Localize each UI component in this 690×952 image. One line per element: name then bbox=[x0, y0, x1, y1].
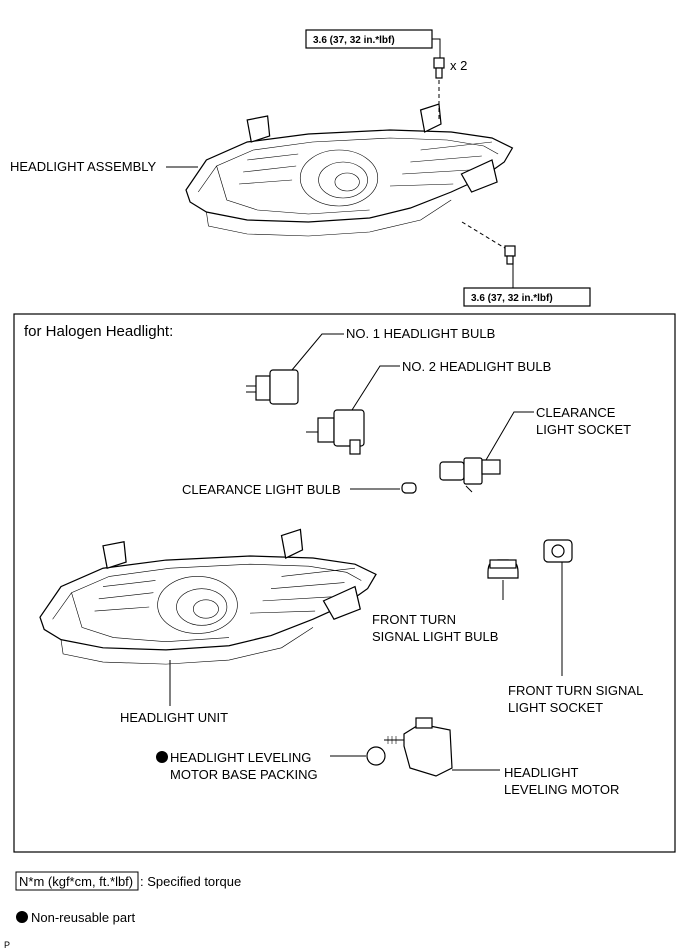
halogen-section-frame bbox=[13, 313, 676, 853]
front-turn-signal-socket-label-1: FRONT TURN SIGNAL bbox=[508, 683, 643, 698]
legend-torque-box bbox=[15, 871, 139, 891]
front-turn-signal-bulb-drawing bbox=[487, 559, 519, 579]
motor-base-packing-ring bbox=[366, 746, 386, 766]
bottom-bolt-icon bbox=[504, 245, 516, 265]
motor-base-packing-label-1: HEADLIGHT LEVELING bbox=[170, 750, 311, 765]
motor-base-packing-label-2: MOTOR BASE PACKING bbox=[170, 767, 318, 782]
torque-box-bottom bbox=[463, 287, 591, 307]
headlight-leveling-motor-label-1: HEADLIGHT bbox=[504, 765, 578, 780]
clearance-light-bulb-drawing bbox=[401, 482, 417, 494]
legend-torque-text: : Specified torque bbox=[140, 874, 241, 889]
no1-headlight-bulb-label: NO. 1 HEADLIGHT BULB bbox=[346, 326, 495, 341]
front-turn-signal-bulb-label-2: SIGNAL LIGHT BULB bbox=[372, 629, 498, 644]
headlight-assembly-drawing bbox=[185, 103, 514, 237]
non-reusable-marker-packing bbox=[156, 751, 168, 763]
front-turn-signal-bulb-label-1: FRONT TURN bbox=[372, 612, 456, 627]
front-turn-signal-socket-label-2: LIGHT SOCKET bbox=[508, 700, 603, 715]
halogen-section-title: for Halogen Headlight: bbox=[24, 323, 173, 340]
corner-mark: P bbox=[4, 940, 10, 950]
legend-non-reusable-marker bbox=[16, 911, 28, 923]
bolt-quantity: x 2 bbox=[450, 58, 467, 73]
front-turn-signal-socket-drawing bbox=[543, 539, 573, 563]
headlight-leveling-motor-drawing bbox=[384, 717, 453, 777]
headlight-leveling-motor-label-2: LEVELING MOTOR bbox=[504, 782, 619, 797]
legend-torque-unit: N*m (kgf*cm, ft.*lbf) bbox=[19, 874, 133, 889]
clearance-light-bulb-label: CLEARANCE LIGHT BULB bbox=[182, 482, 341, 497]
top-bolt-icon bbox=[433, 57, 445, 79]
no2-headlight-bulb-label: NO. 2 HEADLIGHT BULB bbox=[402, 359, 551, 374]
clearance-light-socket-label-1: CLEARANCE bbox=[536, 405, 616, 420]
clearance-light-socket-drawing bbox=[439, 457, 501, 493]
legend-non-reusable-label: Non-reusable part bbox=[31, 910, 135, 925]
clearance-light-socket-label-2: LIGHT SOCKET bbox=[536, 422, 631, 437]
headlight-unit-drawing bbox=[39, 528, 377, 665]
bottom-bolt-guide bbox=[461, 221, 509, 251]
no1-headlight-bulb-drawing bbox=[246, 369, 299, 405]
headlight-unit-label: HEADLIGHT UNIT bbox=[120, 710, 228, 725]
torque-spec-top: 3.6 (37, 32 in.*lbf) bbox=[313, 35, 395, 46]
torque-spec-bottom: 3.6 (37, 32 in.*lbf) bbox=[471, 293, 553, 304]
headlight-assembly-label: HEADLIGHT ASSEMBLY bbox=[10, 159, 157, 174]
no2-headlight-bulb-drawing bbox=[306, 409, 365, 455]
